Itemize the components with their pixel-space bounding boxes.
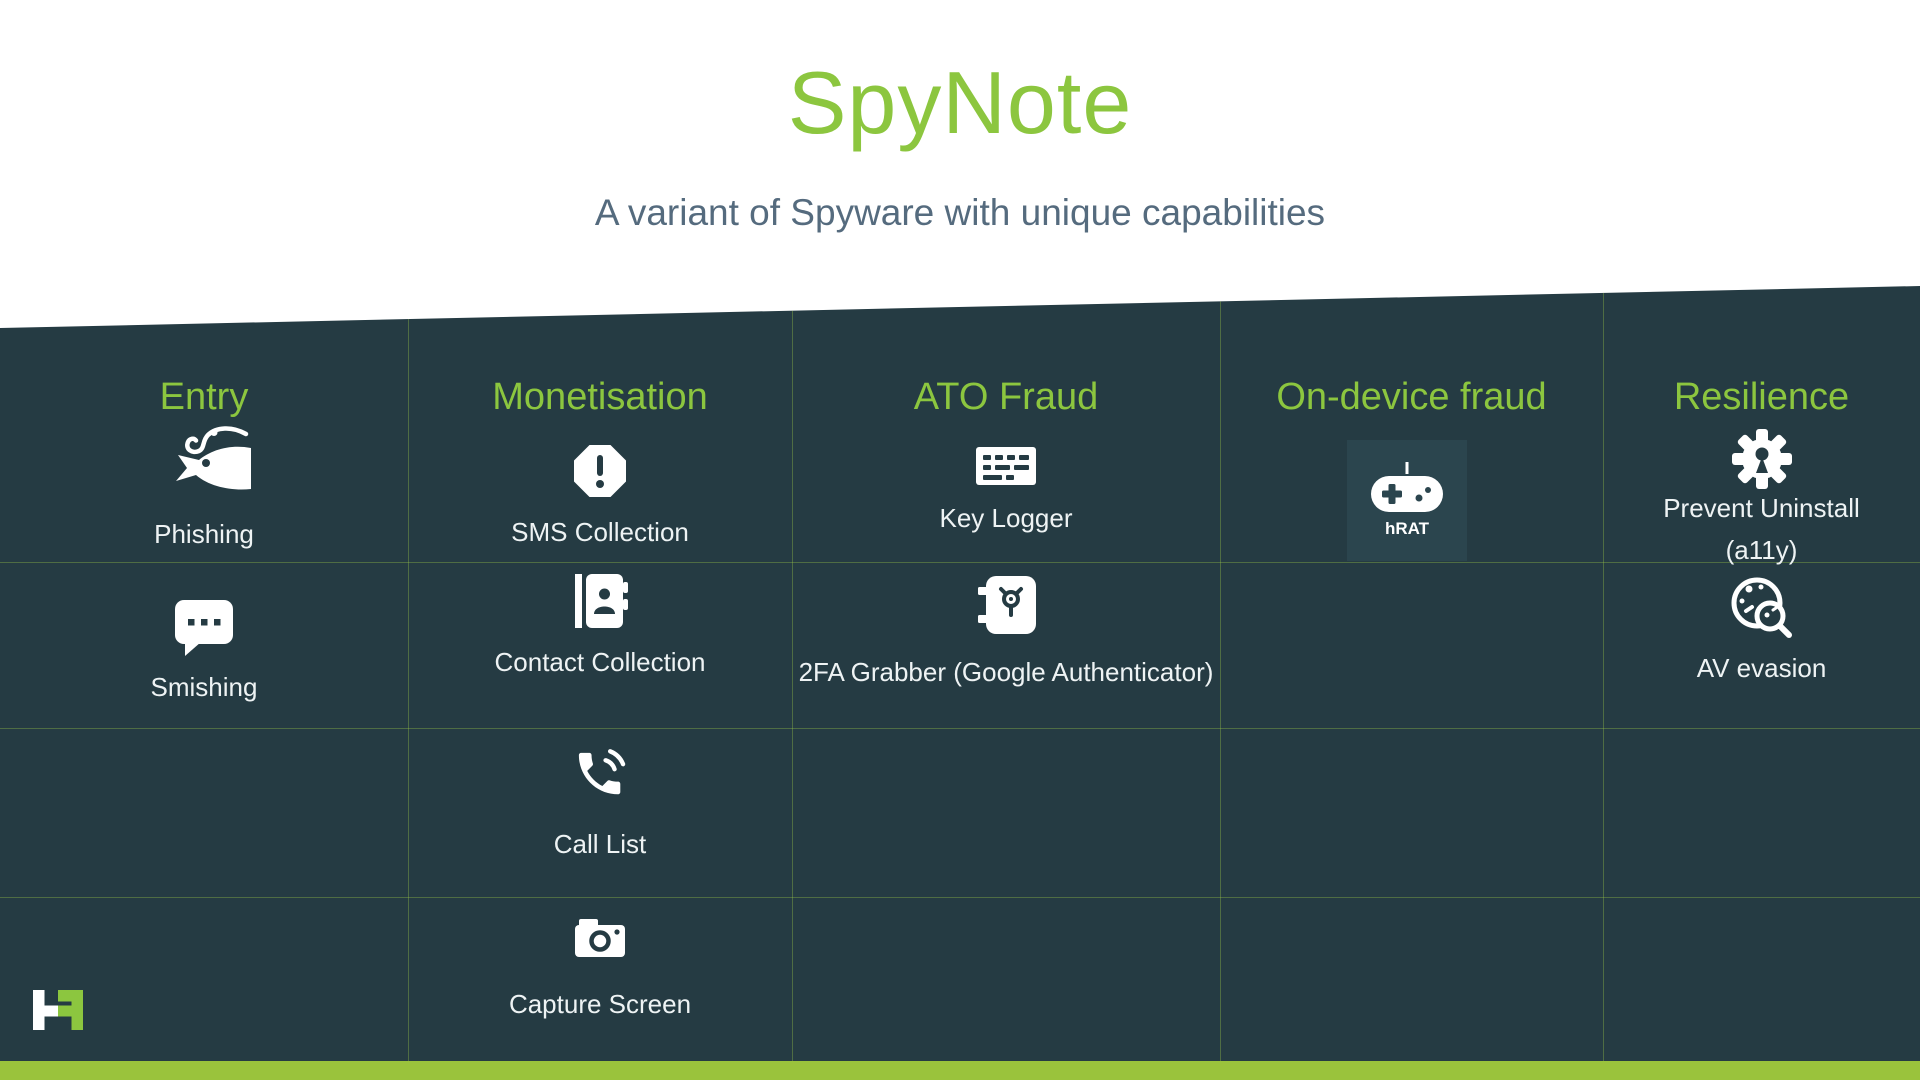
capability-label: Prevent Uninstall xyxy=(1663,493,1860,523)
page-title: SpyNote xyxy=(787,53,1133,152)
capability-sms-collection: SMS Collection xyxy=(408,444,792,550)
octagon-alert-icon xyxy=(573,444,627,498)
capability-label: Call List xyxy=(553,829,647,859)
capability-hrat: hRAT xyxy=(1347,440,1467,561)
capability-key-logger: Key Logger xyxy=(792,446,1220,536)
capability-label: Contact Collection xyxy=(494,647,706,677)
capability-capture-screen: Capture Screen xyxy=(408,916,792,1022)
phone-icon xyxy=(572,746,628,802)
gear-keyhole-icon xyxy=(1731,428,1793,490)
column-divider xyxy=(792,286,793,1061)
capability-label: Key Logger xyxy=(939,503,1073,533)
capability-sublabel: (a11y) xyxy=(1725,534,1798,565)
capability-call-list: Call List xyxy=(408,746,792,862)
capability-prevent-uninstall: Prevent Uninstall (a11y) xyxy=(1603,428,1920,568)
capability-label: AV evasion xyxy=(1696,653,1827,683)
virus-scan-icon xyxy=(1730,576,1794,640)
fish-hook-icon xyxy=(156,424,252,502)
safe-icon xyxy=(974,574,1038,636)
column-divider xyxy=(1220,286,1221,1061)
gamepad-icon xyxy=(1370,462,1444,513)
camera-icon xyxy=(574,916,626,962)
column-header-resilience: Resilience xyxy=(1673,376,1850,418)
footer-accent-bar xyxy=(0,1061,1920,1080)
capability-label: Capture Screen xyxy=(508,989,692,1019)
column-header-entry: Entry xyxy=(159,376,249,418)
capability-2fa-grabber: 2FA Grabber (Google Authenticator) xyxy=(792,574,1220,690)
row-divider xyxy=(0,562,1920,563)
capability-label: SMS Collection xyxy=(511,517,689,547)
row-divider xyxy=(0,897,1920,898)
keyboard-icon xyxy=(975,446,1037,486)
capability-label: Smishing xyxy=(150,672,258,702)
column-header-ato-fraud: ATO Fraud xyxy=(913,376,1099,418)
capability-label: 2FA Grabber (Google Authenticator) xyxy=(798,657,1214,687)
column-header-monetisation: Monetisation xyxy=(492,376,708,418)
capability-label: Phishing xyxy=(154,519,254,549)
column-header-on-device-fraud: On-device fraud xyxy=(1276,376,1547,418)
column-divider xyxy=(408,286,409,1061)
column-divider xyxy=(1603,286,1604,1061)
capability-label: hRAT xyxy=(1384,519,1430,538)
capability-contact-collection: Contact Collection xyxy=(408,572,792,680)
brand-monogram-icon xyxy=(33,990,83,1030)
capability-smishing: Smishing xyxy=(0,600,408,705)
page-subtitle: A variant of Spyware with unique capabil… xyxy=(594,192,1326,233)
brand-logo xyxy=(33,990,83,1035)
address-book-icon xyxy=(571,572,629,630)
capability-av-evasion: AV evasion xyxy=(1603,576,1920,686)
sms-bubble-icon xyxy=(175,600,233,657)
row-divider xyxy=(0,728,1920,729)
capability-phishing: Phishing xyxy=(0,424,408,552)
